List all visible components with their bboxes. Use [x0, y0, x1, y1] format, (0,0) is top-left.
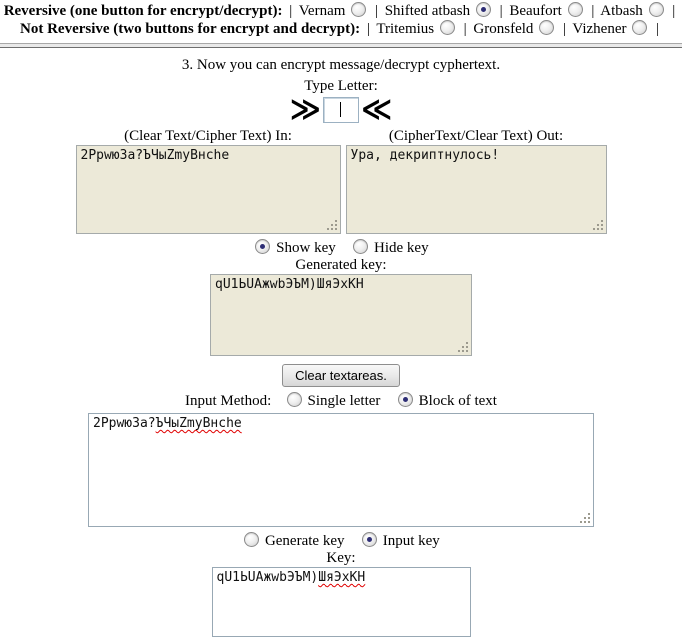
- letter-input[interactable]: [323, 97, 359, 123]
- option-gronsfeld-label: Gronsfeld: [473, 21, 534, 37]
- option-atbash-label: Atbash: [600, 3, 643, 19]
- key-mode-row: Generate key Input key: [0, 532, 682, 550]
- single-letter-label: Single letter: [307, 393, 381, 409]
- horizontal-divider: [0, 43, 682, 48]
- reversive-label: Reversive (one button for encrypt/decryp…: [3, 3, 283, 19]
- separator: |: [672, 3, 676, 19]
- cipher-text-out-label: (CipherText/Clear Text) Out:: [388, 128, 564, 144]
- block-text-plain: 2Ppwю3a?: [93, 416, 156, 431]
- radio-block-of-text[interactable]: [397, 392, 413, 407]
- separator: |: [655, 21, 659, 37]
- reversive-row: Reversive (one button for encrypt/decryp…: [0, 2, 682, 20]
- resize-grip-icon[interactable]: [324, 218, 338, 231]
- radio-show-key[interactable]: [255, 239, 271, 254]
- step3-heading: 3. Now you can encrypt message/decrypt c…: [181, 57, 501, 73]
- key-text-plain: qU1ЬUAжwbЭЪМ): [216, 570, 319, 585]
- io-textareas-row: 2Ppwю3a?ЪЧыZmyBнche Ура, декриптнулось!: [0, 145, 682, 234]
- chevron-left-icon: ≪: [361, 92, 393, 127]
- separator: |: [562, 21, 566, 37]
- chevron-right-icon: ≫: [289, 92, 321, 127]
- key-text-misspelled: ШяЭхКН: [318, 570, 366, 585]
- radio-atbash[interactable]: [648, 2, 664, 17]
- output-text: Ура, декриптнулось!: [350, 148, 500, 163]
- option-tritemius-label: Tritemius: [376, 21, 435, 37]
- radio-shifted-atbash[interactable]: [475, 2, 491, 17]
- input-textarea[interactable]: 2Ppwю3a?ЪЧыZmyBнche: [75, 145, 341, 234]
- key-textarea[interactable]: qU1ЬUAжwbЭЪМ)ШяЭхКН: [211, 567, 471, 637]
- generated-key-label: Generated key:: [295, 257, 387, 273]
- block-text-misspelled: ЪЧыZmyBнche: [155, 416, 242, 431]
- radio-tritemius[interactable]: [439, 20, 455, 35]
- not-reversive-label: Not Reversive (two buttons for encrypt a…: [20, 21, 361, 37]
- option-beaufort-label: Beaufort: [509, 3, 562, 19]
- separator: |: [463, 21, 467, 37]
- io-labels-row: (Clear Text/Cipher Text) In: (CipherText…: [0, 128, 682, 145]
- cipher-selector: Reversive (one button for encrypt/decryp…: [0, 0, 682, 38]
- block-of-text-label: Block of text: [418, 393, 497, 409]
- key-label: Key:: [326, 550, 356, 566]
- output-textarea[interactable]: Ура, декриптнулось!: [345, 145, 607, 234]
- radio-generate-key[interactable]: [244, 532, 260, 547]
- generate-key-label: Generate key: [264, 533, 345, 549]
- separator: |: [289, 3, 293, 19]
- input-method-label: Input Method:: [185, 393, 272, 409]
- resize-grip-icon[interactable]: [456, 340, 469, 353]
- clear-textareas-button[interactable]: Clear textareas.: [282, 364, 400, 387]
- clear-text-in-label: (Clear Text/Cipher Text) In:: [124, 128, 292, 144]
- hide-key-label: Hide key: [374, 240, 429, 256]
- radio-input-key[interactable]: [361, 532, 377, 547]
- radio-beaufort[interactable]: [567, 2, 583, 17]
- not-reversive-row: Not Reversive (two buttons for encrypt a…: [0, 20, 682, 38]
- input-key-label: Input key: [382, 533, 440, 549]
- resize-grip-icon[interactable]: [578, 511, 591, 524]
- option-vernam-label: Vernam: [298, 3, 346, 19]
- input-text: 2Ppwю3a?ЪЧыZmyBнche: [80, 148, 230, 163]
- key-visibility-row: Show key Hide key: [0, 239, 682, 257]
- radio-vernam[interactable]: [351, 2, 367, 17]
- resize-grip-icon[interactable]: [590, 218, 604, 231]
- radio-vizhener[interactable]: [632, 20, 648, 35]
- block-text-textarea[interactable]: 2Ppwю3a?ЪЧыZmyBнche: [88, 413, 594, 527]
- generated-key-text: qU1ЬUAжwbЭЪМ)ШяЭхКН: [215, 277, 364, 292]
- text-caret: [340, 102, 341, 117]
- option-vizhener-label: Vizhener: [572, 21, 627, 37]
- separator: |: [591, 3, 595, 19]
- radio-gronsfeld[interactable]: [539, 20, 555, 35]
- radio-hide-key[interactable]: [353, 239, 369, 254]
- separator: |: [499, 3, 503, 19]
- radio-single-letter[interactable]: [286, 392, 302, 407]
- generated-key-textarea[interactable]: qU1ЬUAжwbЭЪМ)ШяЭхКН: [210, 274, 472, 356]
- type-letter-label: Type Letter:: [304, 78, 378, 94]
- separator: |: [374, 3, 378, 19]
- separator: |: [366, 21, 370, 37]
- single-letter-input-row: ≫ ≪: [0, 95, 682, 125]
- option-shifted-atbash-label: Shifted atbash: [384, 3, 471, 19]
- show-key-label: Show key: [276, 240, 336, 256]
- input-method-row: Input Method: Single letter Block of tex…: [0, 392, 682, 410]
